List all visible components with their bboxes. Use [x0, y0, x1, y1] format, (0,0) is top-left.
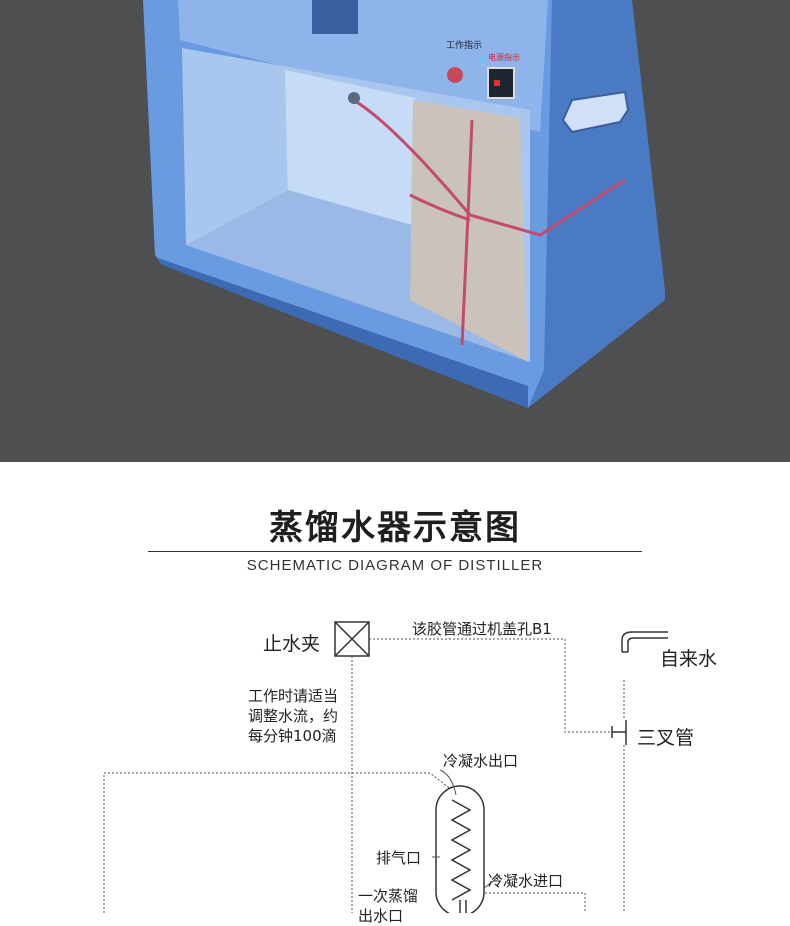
flow-note: 工作时请适当 调整水流，约 每分钟100滴: [248, 686, 338, 746]
power-switch: [487, 67, 515, 99]
hose-note-label: 该胶管通过机盖孔B1: [412, 620, 552, 638]
stop-clamp-label: 止水夹: [263, 633, 321, 655]
distiller-schematic: [103, 621, 668, 913]
packaged-box: [410, 100, 528, 362]
diagram-title: 蒸馏水器示意图: [269, 508, 521, 548]
primary-outlet-line-2: 出水口: [358, 907, 404, 925]
tee-pipe-label: 三叉管: [637, 727, 695, 749]
condensate-inlet-label: 冷凝水进口: [488, 872, 564, 890]
condensate-outlet-label: 冷凝水出口: [443, 752, 519, 770]
outlet-hose-stub: [439, 769, 457, 796]
tap-water-label: 自来水: [660, 648, 718, 670]
cable-knob: [348, 92, 360, 104]
diagram-subtitle: SCHEMATIC DIAGRAM OF DISTILLER: [246, 557, 544, 574]
cabinet-base: [158, 258, 528, 408]
primary-outlet-line-1: 一次蒸馏: [358, 887, 419, 905]
flow-note-line-2: 调整水流，约: [248, 707, 339, 725]
flow-note-line-3: 每分钟100滴: [248, 727, 337, 745]
vent-label: 排气口: [376, 849, 422, 867]
cabinet-floor: [186, 190, 530, 362]
title-divider: [148, 551, 642, 552]
work-indicator-light: [447, 67, 463, 83]
condenser-tube: [435, 785, 485, 913]
work-indicator-label: 工作指示: [446, 39, 482, 51]
display-window: [312, 0, 358, 34]
primary-outlet-label: 一次蒸馏 出水口: [358, 886, 418, 926]
red-ribbon: [349, 96, 626, 237]
hose-lines: [103, 638, 625, 913]
inlet-hose-stub: [483, 874, 501, 889]
cabinet-side-panel: [528, 0, 665, 408]
flow-note-line-1: 工作时请适当: [248, 687, 339, 705]
distiller-cabinet-illustration: 工作指示 电源指示: [143, 0, 665, 408]
product-photo: 工作指示 电源指示: [0, 0, 790, 462]
faucet-icon: [621, 631, 668, 653]
power-indicator-label: 电源指示: [488, 52, 520, 62]
side-handle: [561, 90, 630, 134]
tee-pipe-icon: [611, 720, 627, 745]
stop-clamp-icon: [334, 621, 370, 657]
